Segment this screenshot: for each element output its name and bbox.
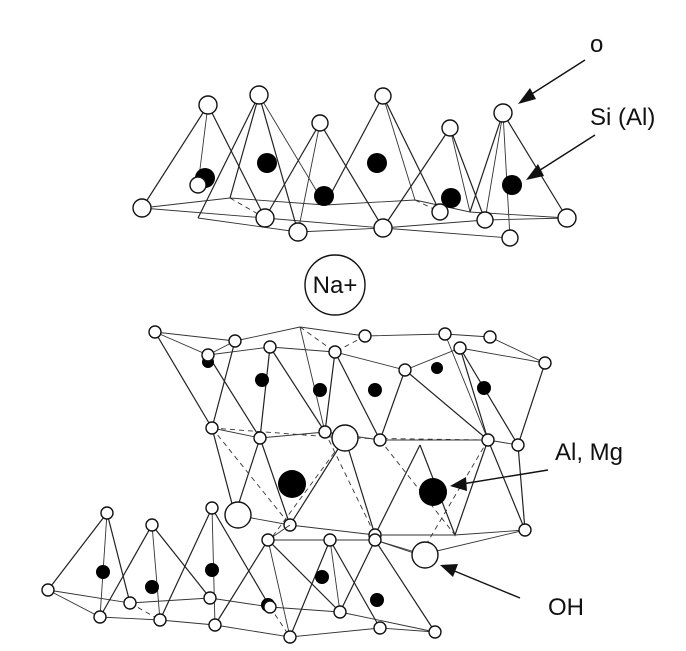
oxygen-atom <box>441 119 459 137</box>
octahedral-cation <box>419 478 447 506</box>
oxygen-atom <box>311 114 329 132</box>
label-silicon: Si (Al) <box>526 104 655 180</box>
oxygen-atom <box>123 596 137 610</box>
oxygen-label: o <box>590 31 603 58</box>
silicon-atom <box>367 153 387 173</box>
silicon-atom <box>145 580 159 594</box>
octahedral-cation <box>278 470 306 498</box>
middle-sheet <box>148 325 552 556</box>
oxygen-atom <box>323 533 337 547</box>
oxygen-atom <box>145 518 159 532</box>
octahedral-label: Al, Mg <box>555 439 623 466</box>
oxygen-atom <box>318 425 332 439</box>
oxygen-atom <box>374 87 392 105</box>
bottom-tetrahedral-sheet <box>41 501 442 644</box>
oxygen-atom <box>373 433 387 447</box>
oxygen-atom <box>148 325 162 339</box>
oxygen-atom <box>249 85 269 105</box>
oxygen-atom <box>263 600 277 614</box>
oxygen-atom <box>263 340 277 354</box>
silicon-atom <box>314 186 334 206</box>
top-tetrahedral-sheet <box>132 85 577 247</box>
oxygen-atom <box>501 229 519 247</box>
oxygen-atom <box>253 431 267 445</box>
oxygen-atom <box>189 176 207 194</box>
silicon-atom <box>441 188 461 208</box>
oxygen-atom <box>453 341 467 355</box>
tetrahedral-cation <box>368 383 382 397</box>
tetrahedral-cation <box>431 362 443 374</box>
oxygen-atom <box>538 356 552 370</box>
oxygen-atom <box>373 218 393 238</box>
oxygen-atom <box>203 591 217 605</box>
oxygen-atom <box>228 334 242 348</box>
oxygen-atom <box>208 618 222 632</box>
oxygen-atom <box>373 621 387 635</box>
hydroxyl-atom <box>331 424 359 452</box>
oxygen-atom <box>557 208 577 228</box>
oxygen-atom <box>153 613 167 627</box>
silicon-atom <box>205 563 219 577</box>
oxygen-atom <box>476 211 494 229</box>
oxygen-atom <box>41 583 55 597</box>
oxygen-atom <box>518 523 532 537</box>
oxygen-atom <box>328 345 342 359</box>
sodium-cation: Na+ <box>304 254 366 316</box>
oxygen-atom <box>288 222 308 242</box>
silicon-atom <box>370 593 384 607</box>
oxygen-atom <box>431 203 449 221</box>
tetrahedral-cation <box>477 381 491 395</box>
oxygen-atom <box>255 208 275 228</box>
oxygen-atom <box>283 630 297 644</box>
silicon-atom <box>96 565 110 579</box>
silicon-atom <box>315 570 329 584</box>
oxygen-atom <box>261 533 275 547</box>
silicon-label: Si (Al) <box>590 104 655 131</box>
hydroxyl-label: OH <box>548 594 584 621</box>
label-hydroxyl: OH <box>440 564 584 621</box>
oxygen-atom <box>493 103 513 123</box>
oxygen-atom <box>205 421 219 435</box>
oxygen-atom <box>93 610 107 624</box>
oxygen-atom <box>205 501 219 515</box>
oxygen-atom <box>481 433 495 447</box>
label-oxygen: o <box>518 31 603 104</box>
oxygen-atom <box>438 327 452 341</box>
silicon-atom <box>257 153 277 173</box>
oxygen-atom <box>358 329 372 343</box>
label-octahedral: Al, Mg <box>450 439 623 491</box>
silicon-atom <box>502 175 522 195</box>
oxygen-atom <box>368 533 382 547</box>
oxygen-atom <box>132 198 152 218</box>
hydroxyl-atom <box>411 541 439 569</box>
oxygen-atom <box>198 95 218 115</box>
oxygen-atom <box>100 506 114 520</box>
hydroxyl-atom <box>224 501 252 529</box>
oxygen-atom <box>333 605 347 619</box>
oxygen-atom <box>398 363 412 377</box>
tetrahedral-cation <box>313 383 327 397</box>
oxygen-atom <box>428 625 442 639</box>
oxygen-atom <box>201 348 215 362</box>
sodium-label: Na+ <box>313 272 358 299</box>
oxygen-atom <box>511 438 525 452</box>
oxygen-atom <box>483 330 497 344</box>
tetrahedral-cation <box>255 373 269 387</box>
